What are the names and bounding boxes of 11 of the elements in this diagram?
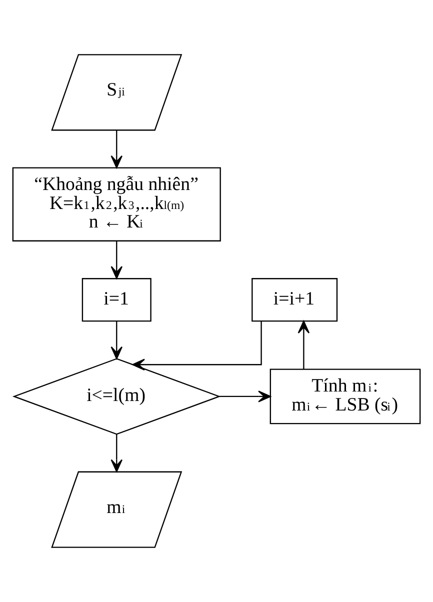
node-box: i=1 bbox=[82, 278, 152, 322]
arrow bbox=[110, 241, 123, 279]
node-box: i=i+1 bbox=[252, 278, 338, 322]
arrow bbox=[219, 390, 271, 402]
arrow bbox=[110, 434, 123, 472]
arrow bbox=[132, 321, 262, 371]
arrow bbox=[110, 130, 123, 168]
arrow bbox=[298, 320, 310, 370]
node-box: Tính mi: mi← LSB (si) bbox=[270, 368, 421, 424]
node-box: “Khoảng ngẫu nhiên” K=k1,k2,k3,..,kl(m) n ← Ki bbox=[12, 167, 221, 242]
arrow bbox=[110, 321, 123, 360]
